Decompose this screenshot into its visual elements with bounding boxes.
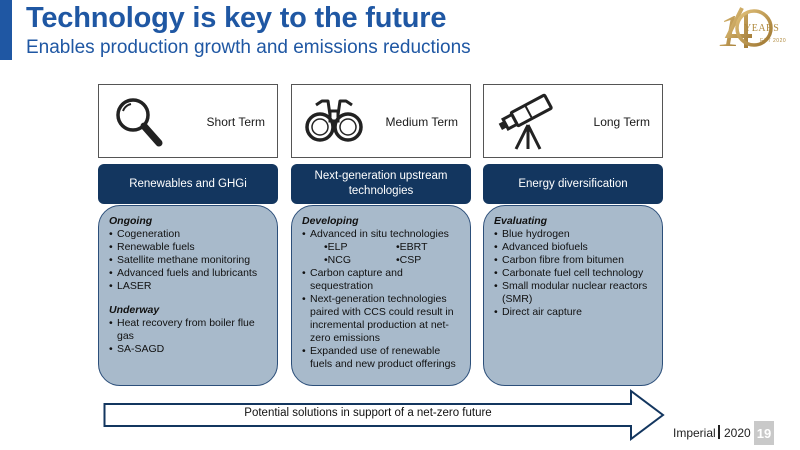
list-item: Carbon capture and sequestration [302, 267, 461, 293]
list-item: SA-SAGD [109, 343, 268, 356]
footer-company: Imperial [673, 426, 716, 440]
logo-years-label: YEARS [744, 23, 780, 34]
sub-list-item: •CSP [396, 254, 422, 266]
footer-year: 2020 [724, 426, 751, 440]
binoculars-icon [305, 99, 363, 142]
in-situ-technology-list: •ELP •EBRT •NCG •CSP [302, 241, 461, 267]
logo-est-label: EST 2020 [760, 38, 787, 44]
accent-bar [0, 0, 12, 60]
list-item: Advanced fuels and lubricants [109, 267, 268, 280]
short-term-card: Short Term [98, 84, 278, 158]
telescope-icon [498, 93, 553, 150]
magnifying-glass-icon [116, 98, 163, 147]
sub-list-item: •NCG [324, 254, 352, 266]
medium-term-panel: Developing Advanced in situ technologies… [291, 205, 471, 386]
sub-list-item: •EBRT [396, 241, 428, 253]
medium-term-card: Medium Term [291, 84, 471, 158]
short-term-heading: Renewables and GHGi [98, 164, 278, 204]
developing-label: Developing [302, 215, 359, 227]
anniversary-logo: 1 [718, 5, 773, 52]
list-item: Next-generation technologies paired with… [302, 293, 461, 345]
page-number: 19 [754, 421, 774, 445]
list-item: Carbonate fuel cell technology [494, 267, 653, 280]
list-item: Satellite methane monitoring [109, 254, 268, 267]
right-arrow-shape [103, 389, 665, 441]
long-term-panel: Evaluating Blue hydrogen Advanced biofue… [483, 205, 663, 386]
list-item: Small modular nuclear reactors (SMR) [494, 280, 653, 306]
page-title: Technology is key to the future [26, 2, 447, 34]
short-term-label: Short Term [206, 115, 265, 129]
long-term-heading: Energy diversification [483, 164, 663, 204]
short-term-panel: Ongoing Cogeneration Renewable fuels Sat… [98, 205, 278, 386]
long-term-card: Long Term [483, 84, 663, 158]
list-item: Blue hydrogen [494, 228, 653, 241]
evaluating-label: Evaluating [494, 215, 548, 227]
medium-term-label: Medium Term [385, 115, 458, 129]
ongoing-label: Ongoing [109, 215, 153, 227]
list-item: Advanced in situ technologies [302, 228, 461, 241]
arrow-caption: Potential solutions in support of a net-… [244, 407, 492, 419]
page-subtitle: Enables production growth and emissions … [26, 37, 471, 58]
list-item: Advanced biofuels [494, 241, 653, 254]
medium-term-heading: Next-generation upstream technologies [291, 164, 471, 204]
footer-divider [718, 425, 720, 439]
list-item: Carbon fibre from bitumen [494, 254, 653, 267]
list-item: Heat recovery from boiler flue gas [109, 317, 268, 343]
svg-text:1: 1 [718, 5, 741, 52]
list-item: LASER [109, 280, 268, 293]
underway-label: Underway [109, 304, 160, 316]
list-item: Renewable fuels [109, 241, 268, 254]
long-term-label: Long Term [593, 115, 650, 129]
list-item: Expanded use of renewable fuels and new … [302, 345, 461, 371]
sub-list-item: •ELP [324, 241, 348, 253]
list-item: Direct air capture [494, 306, 653, 319]
list-item: Cogeneration [109, 228, 268, 241]
